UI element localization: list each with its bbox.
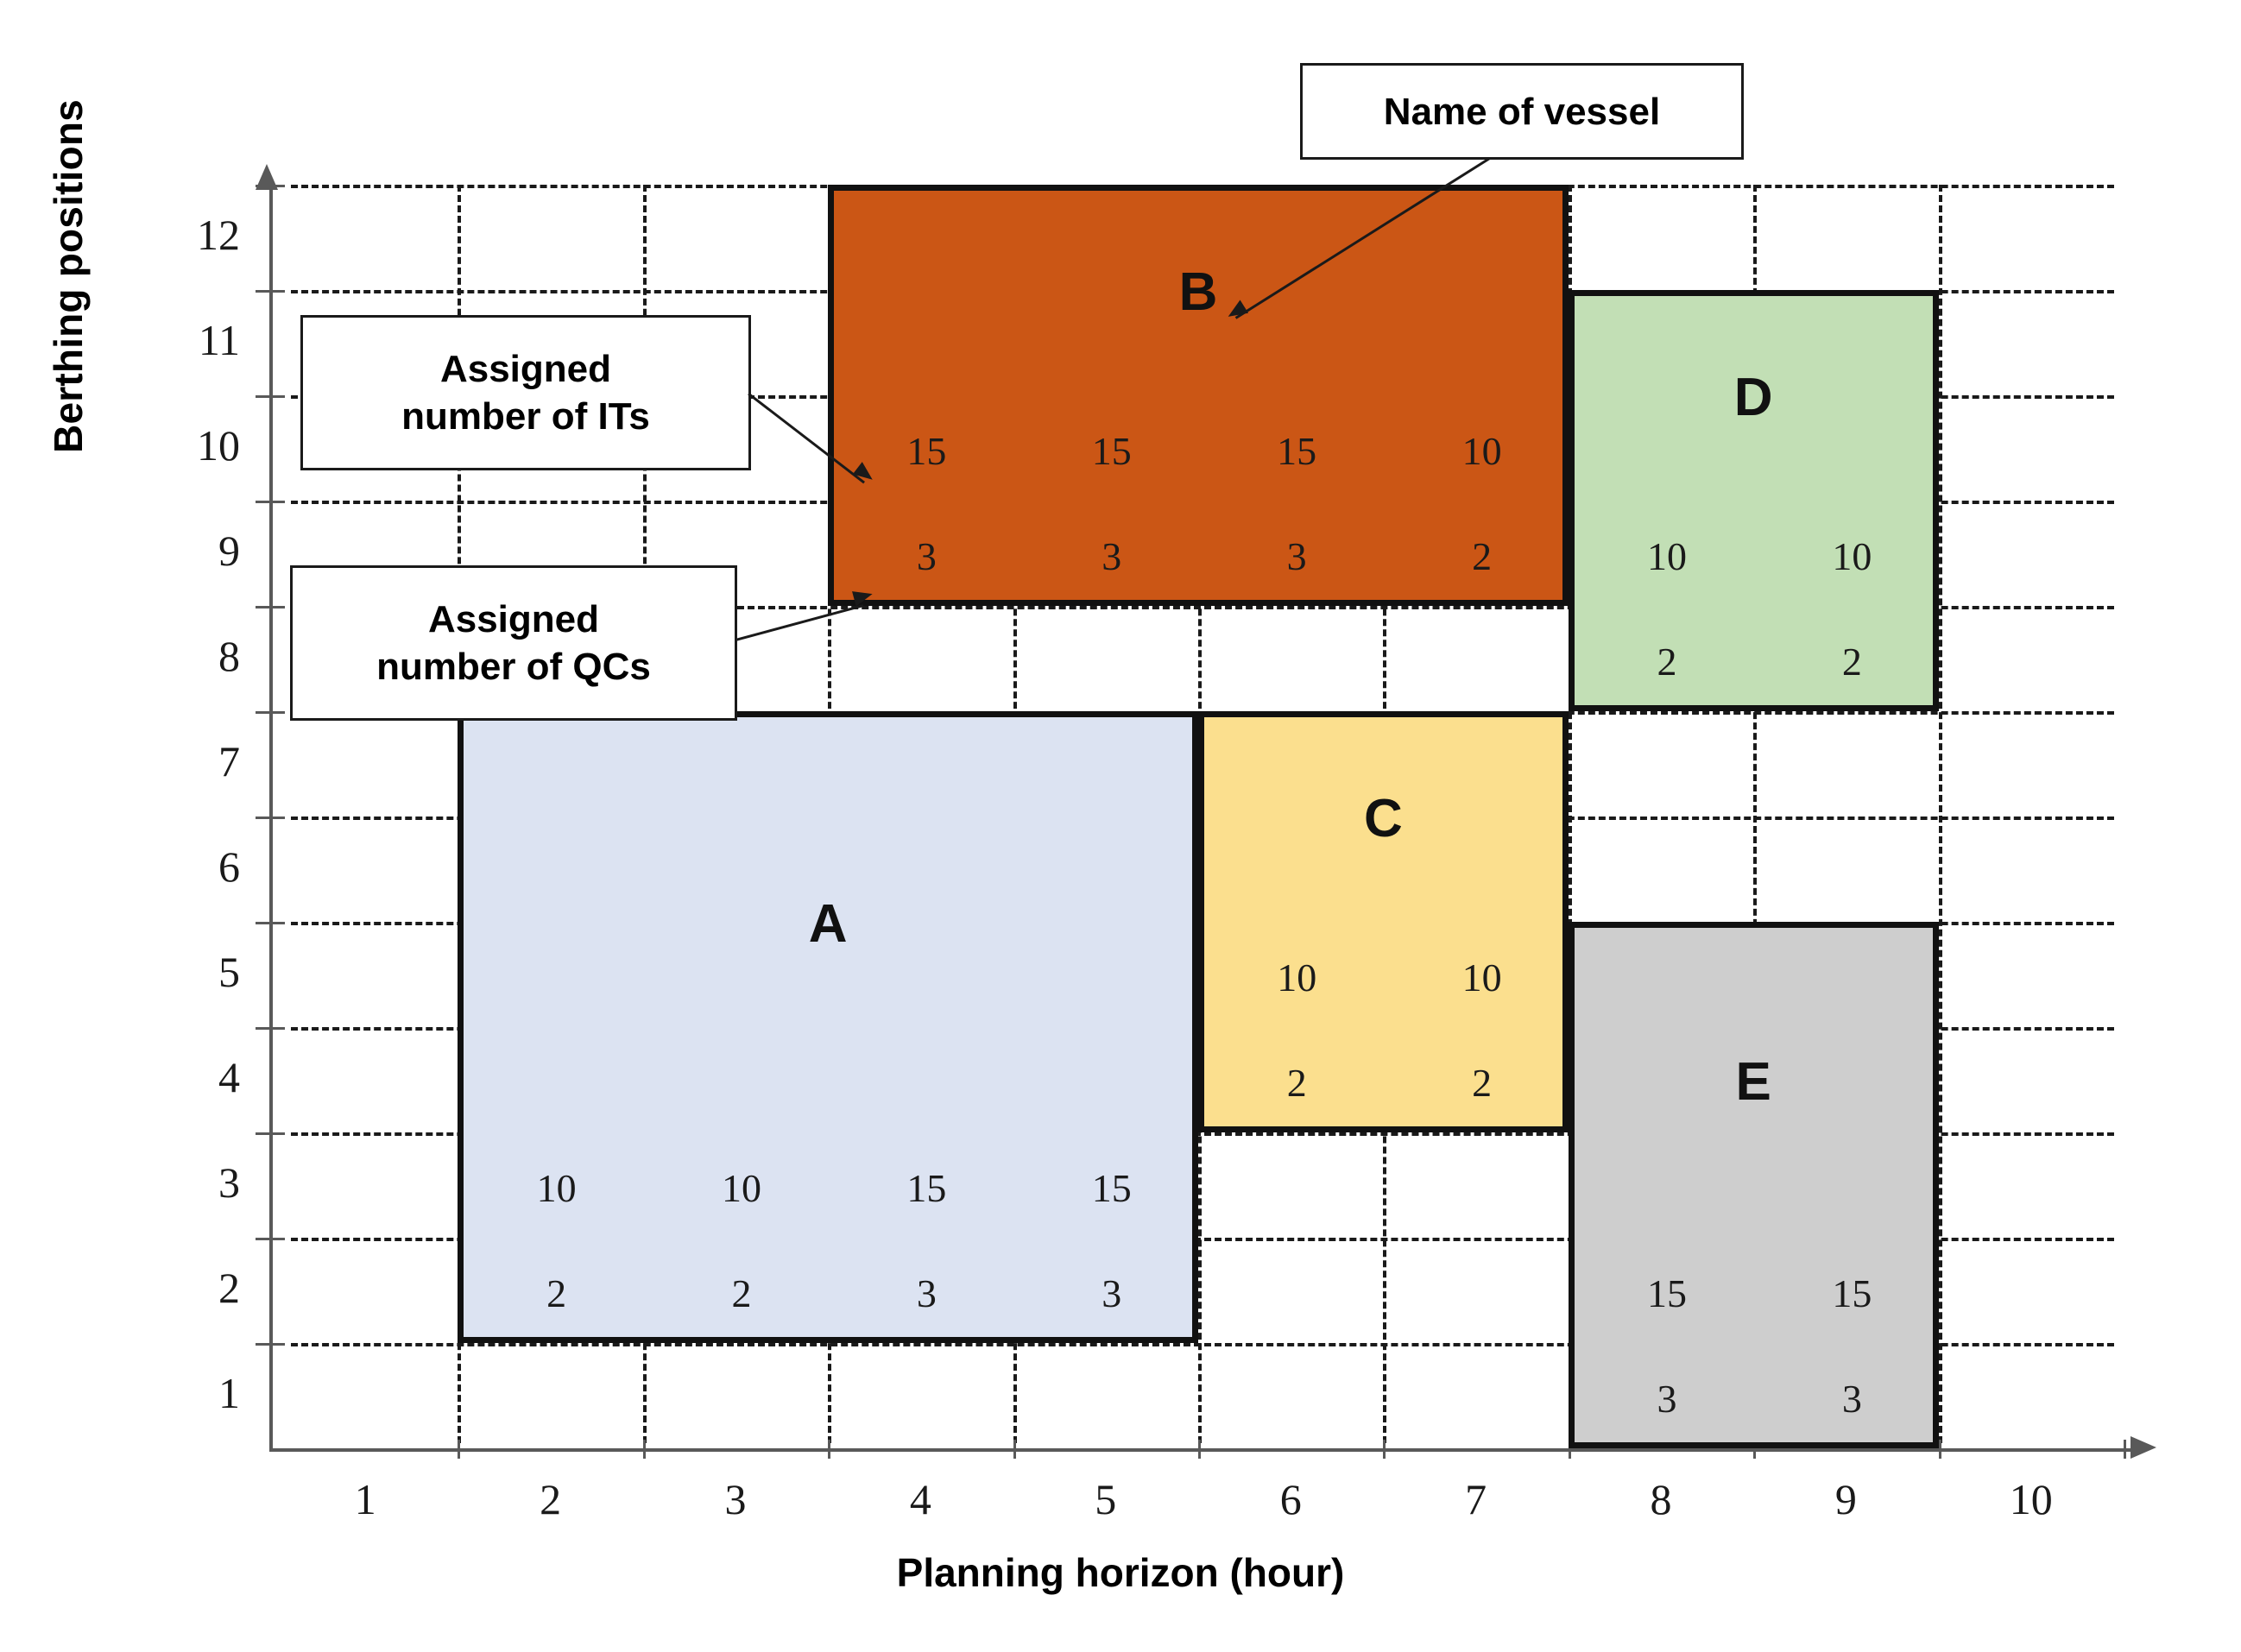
gridline-horizontal (291, 1238, 2115, 1241)
y-axis-arrow-icon (256, 164, 278, 190)
vessel-b-its-cell: 15 (1091, 429, 1132, 473)
vessel-label-a: A (808, 894, 848, 954)
callout-assigned-qcs-leader (735, 604, 864, 641)
vessel-label-b: B (1178, 262, 1218, 322)
y-axis-tick-label: 7 (218, 737, 240, 785)
x-axis-title: Planning horizon (hour) (896, 1550, 1345, 1595)
y-axis-tick-label: 3 (218, 1158, 240, 1207)
vessel-a-qcs-cell: 3 (1102, 1271, 1122, 1315)
y-axis-tick-label: 10 (197, 421, 240, 470)
x-axis-arrow-icon (2131, 1436, 2156, 1459)
vessel-e-qcs-cell: 3 (1841, 1377, 1862, 1421)
vessel-e-qcs-cell: 3 (1657, 1377, 1677, 1421)
y-axis-tick-label: 8 (218, 632, 240, 680)
x-axis-tick-label: 9 (1834, 1475, 1857, 1523)
vessel-a-qcs-cell: 2 (546, 1271, 567, 1315)
vessel-block-b[interactable]: B 15 15 15 10 3 3 3 2 (828, 185, 1569, 606)
vessel-block-e[interactable]: E 15 15 3 3 (1568, 922, 1939, 1448)
x-axis-tick-label: 5 (1095, 1475, 1117, 1523)
y-axis-tick-label: 4 (218, 1053, 240, 1101)
y-axis-tick-label: 5 (218, 948, 240, 996)
x-axis-line (269, 1448, 2141, 1452)
y-axis-tick-label: 9 (218, 526, 240, 575)
vessel-d-its-cell: 10 (1646, 534, 1687, 578)
x-axis-tick-label: 6 (1279, 1475, 1302, 1523)
vessel-label-d: D (1733, 368, 1773, 427)
x-axis-tick-label: 10 (2009, 1475, 2053, 1523)
y-axis-tick-label: 6 (218, 842, 240, 891)
vessel-d-qcs-cell: 2 (1841, 640, 1862, 684)
gridline-horizontal (291, 606, 2115, 609)
x-axis-tick-label: 2 (540, 1475, 562, 1523)
vessel-e-its-cell: 15 (1646, 1271, 1687, 1315)
y-axis-tick-label: 12 (197, 211, 240, 259)
vessel-b-qcs-cell: 2 (1472, 534, 1493, 578)
vessel-a-qcs-cell: 3 (916, 1271, 937, 1315)
vessel-label-e: E (1735, 1052, 1771, 1112)
x-axis-tick-label: 7 (1465, 1475, 1487, 1523)
vessel-a-its-cell: 15 (906, 1166, 947, 1210)
vessel-e-its-cell: 15 (1832, 1271, 1872, 1315)
vessel-b-qcs-cell: 3 (1286, 534, 1307, 578)
vessel-c-qcs-cell: 2 (1286, 1061, 1307, 1105)
gridline-horizontal (291, 1132, 2115, 1136)
y-axis-tick-label: 11 (198, 316, 240, 364)
vessel-label-c: C (1364, 789, 1403, 848)
y-axis-line (269, 185, 273, 1450)
x-axis-tick-label: 3 (724, 1475, 747, 1523)
vessel-b-its-cell: 15 (906, 429, 947, 473)
vessel-b-qcs-cell: 3 (916, 534, 937, 578)
x-axis-tick-label: 8 (1650, 1475, 1672, 1523)
y-axis-tick-label: 2 (218, 1264, 240, 1312)
vessel-block-d[interactable]: D 10 10 2 2 (1568, 290, 1939, 711)
x-axis-tick-label: 4 (909, 1475, 931, 1523)
gridline-vertical (1568, 185, 1572, 1443)
vessel-block-a[interactable]: A 10 10 15 15 2 2 3 3 (458, 711, 1198, 1343)
vessel-b-its-cell: 10 (1461, 429, 1502, 473)
gridline-vertical (1753, 185, 1758, 1443)
gridline-vertical (1938, 185, 1942, 1443)
vessel-a-its-cell: 10 (536, 1166, 577, 1210)
vessel-c-its-cell: 10 (1461, 955, 1502, 999)
callout-vessel-name: Name of vessel (1300, 63, 1744, 160)
vessel-c-qcs-cell: 2 (1472, 1061, 1493, 1105)
vessel-b-qcs-cell: 3 (1102, 534, 1122, 578)
vessel-d-qcs-cell: 2 (1657, 640, 1677, 684)
y-axis-tick-label: 1 (218, 1369, 240, 1417)
vessel-c-its-cell: 10 (1277, 955, 1317, 999)
vessel-a-its-cell: 15 (1091, 1166, 1132, 1210)
vessel-a-qcs-cell: 2 (731, 1271, 752, 1315)
vessel-b-its-cell: 15 (1277, 429, 1317, 473)
x-axis-tick-label: 1 (354, 1475, 376, 1523)
gridline-horizontal (291, 1343, 2115, 1346)
vessel-d-its-cell: 10 (1832, 534, 1872, 578)
vessel-block-c[interactable]: C 10 10 2 2 (1198, 711, 1569, 1132)
vessel-a-its-cell: 10 (721, 1166, 761, 1210)
y-axis-title: Berthing positions (46, 99, 91, 453)
